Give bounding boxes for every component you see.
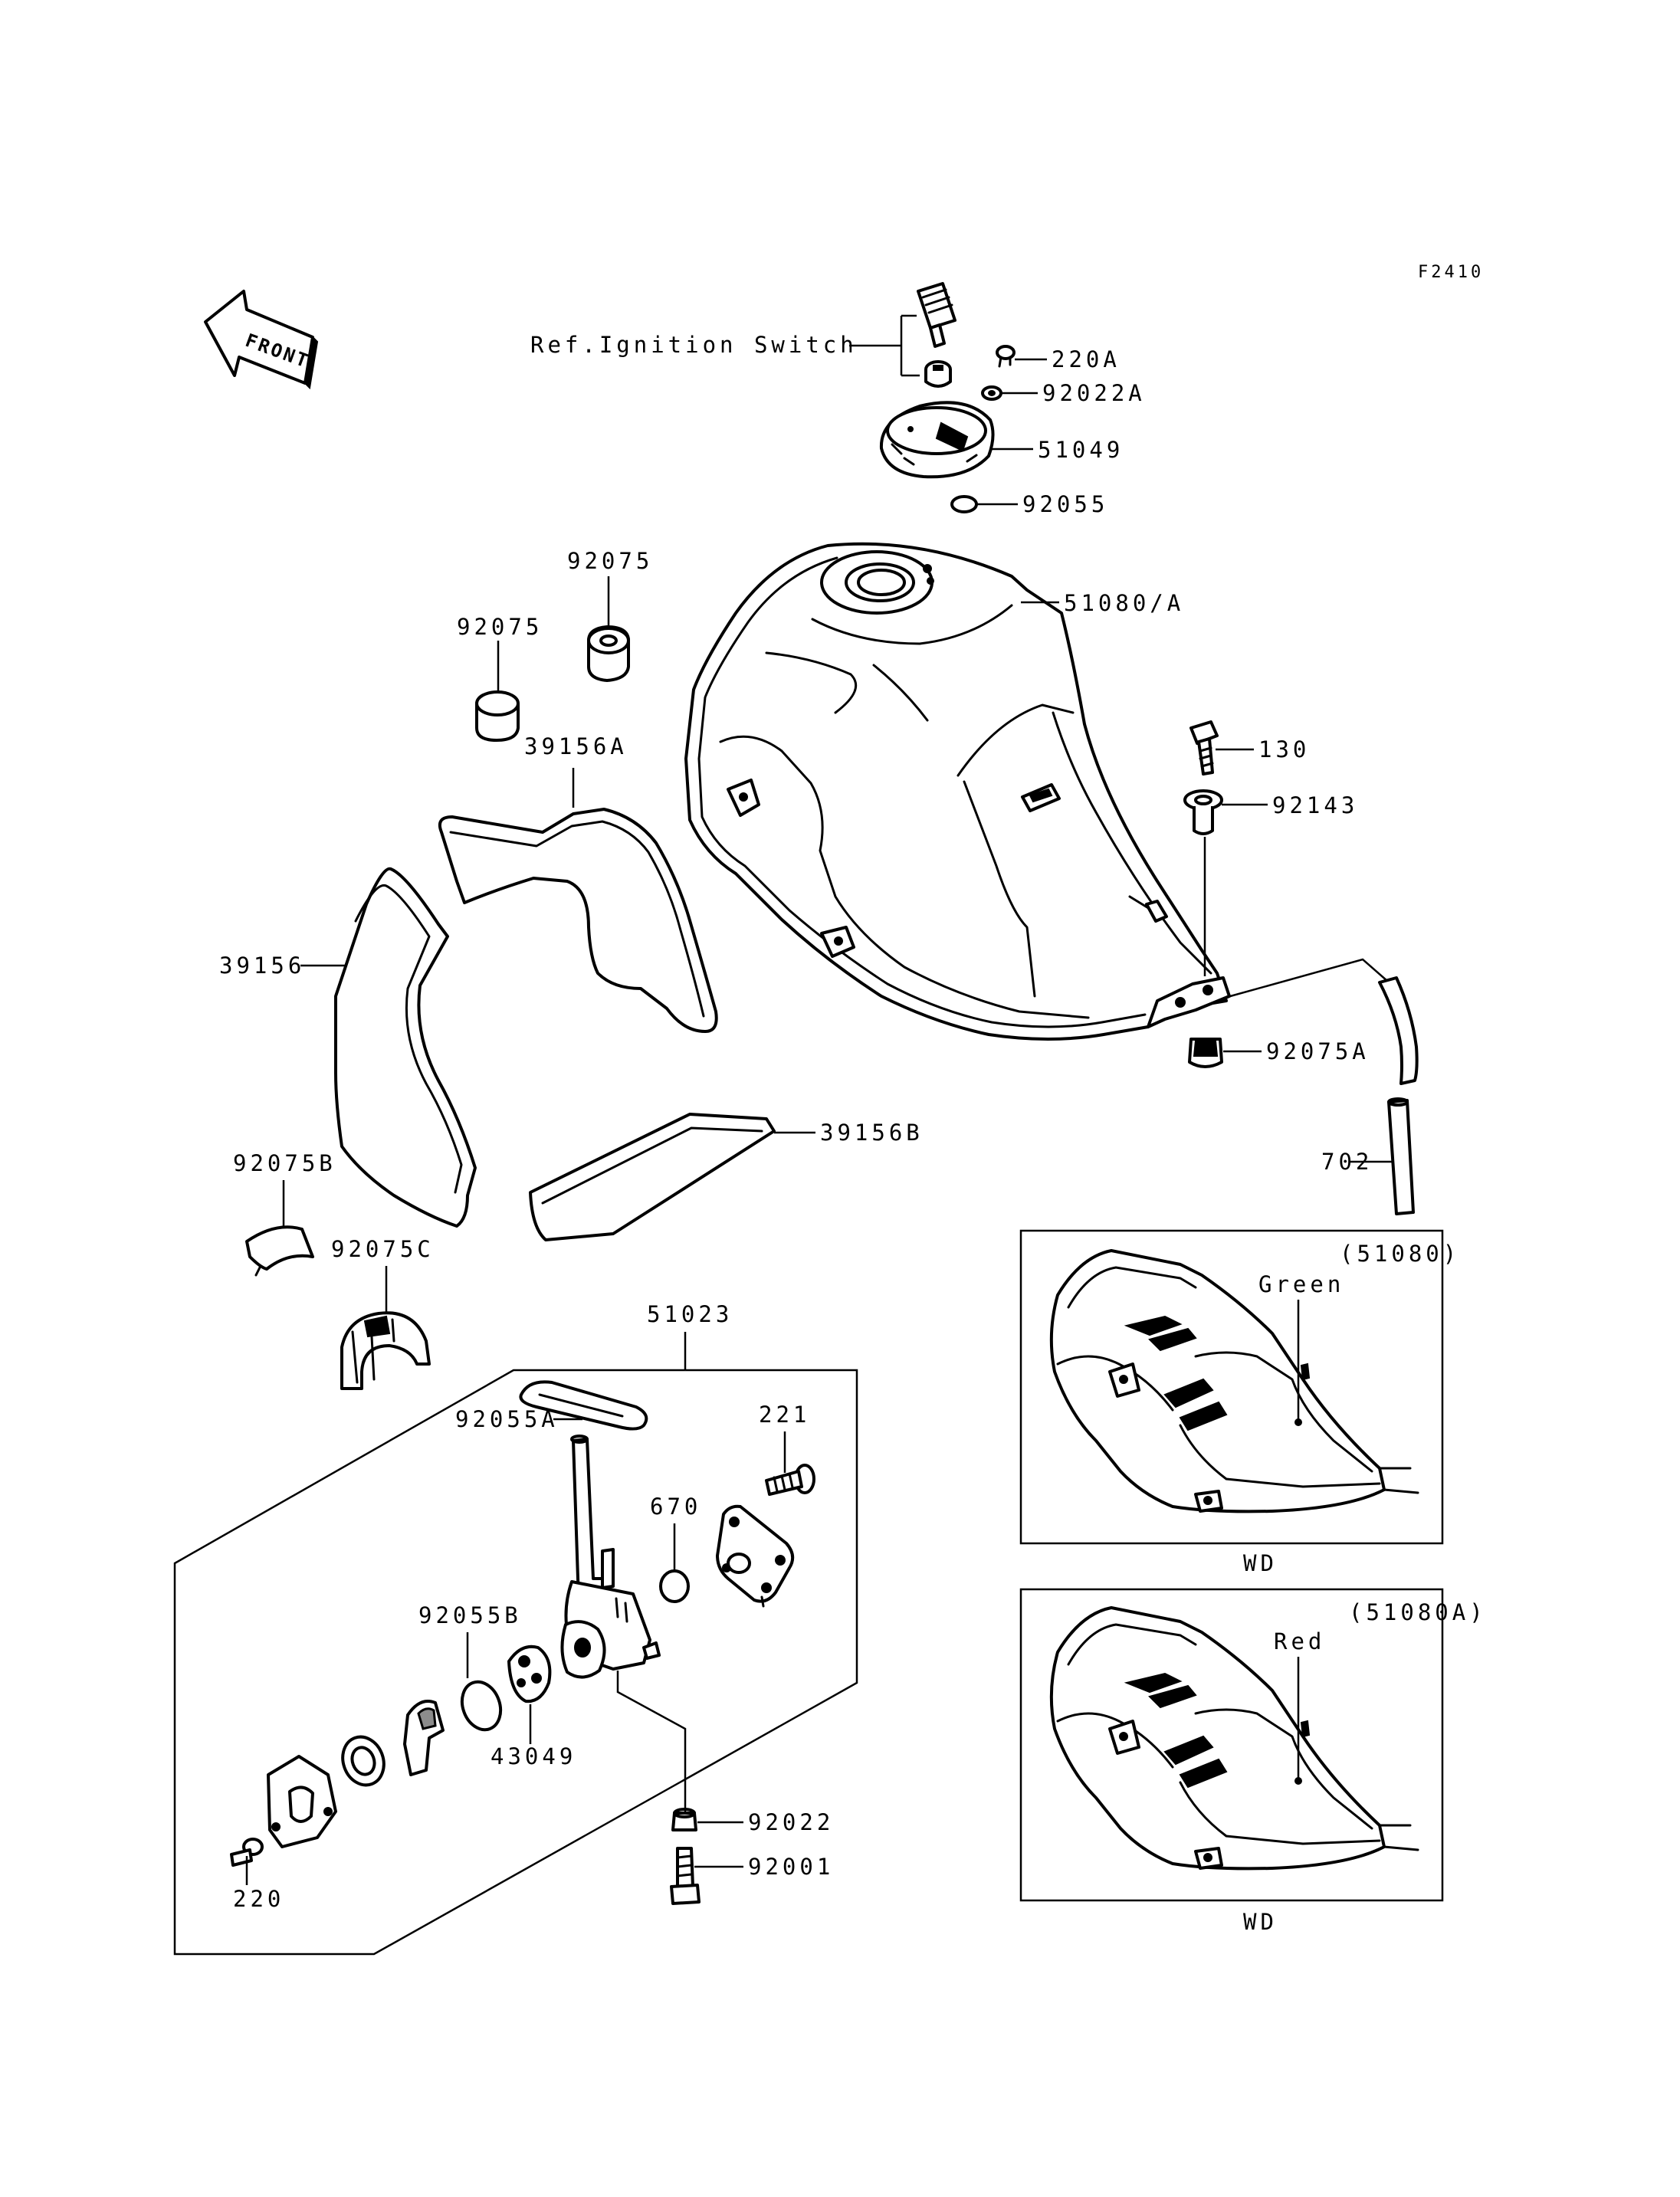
gasket-92055A [519, 1380, 648, 1431]
tank-side-view-1 [1049, 1249, 1419, 1513]
label-220: 220 [233, 1886, 284, 1912]
label-92055A: 92055A [455, 1406, 559, 1432]
label-92075-lower: 92075 [457, 614, 543, 640]
bolt-92001 [670, 1847, 701, 1905]
label-92055: 92055 [1022, 491, 1108, 517]
front-arrow-icon: FRONT [204, 290, 319, 390]
label-130: 130 [1258, 736, 1310, 762]
label-220A: 220A [1052, 346, 1121, 372]
label-670: 670 [650, 1494, 701, 1520]
tap-cover-plate [716, 1504, 795, 1608]
label-51080A: 51080/A [1064, 590, 1184, 616]
diaphragm-43049 [507, 1644, 552, 1703]
retaining-plate [267, 1755, 337, 1848]
variant-panel-51080: (51080) Green WD [1019, 1229, 1460, 1576]
label-92075A: 92075A [1266, 1038, 1370, 1064]
hose-702 [1224, 958, 1419, 1215]
pad-39156A [438, 808, 718, 1033]
variant-footer-1: WD [1243, 1550, 1278, 1576]
label-221: 221 [759, 1402, 810, 1428]
tank-side-view-2 [1049, 1606, 1419, 1871]
fuel-tap-body [560, 1435, 661, 1679]
kit-outline-51023 [173, 1369, 858, 1956]
lock-cylinder [924, 360, 952, 388]
collar-92143 [1183, 789, 1223, 835]
label-39156A: 39156A [524, 733, 628, 759]
variant-code-2: (51080A) [1349, 1599, 1487, 1625]
ref-ignition-switch-label: Ref.Ignition Switch [530, 332, 858, 358]
label-39156B: 39156B [820, 1120, 924, 1146]
grommet-92075A [1188, 1038, 1223, 1068]
rubber-92075-upper [587, 625, 630, 682]
pad-39156 [334, 867, 477, 1228]
label-92143: 92143 [1272, 792, 1358, 818]
label-92075-upper: 92075 [567, 548, 653, 574]
pad-39156B [529, 1113, 776, 1241]
tap-lever [403, 1700, 445, 1776]
label-92022: 92022 [748, 1809, 834, 1835]
rubber-92075B [245, 1225, 314, 1277]
ignition-key [917, 282, 956, 348]
label-92055B: 92055B [418, 1602, 522, 1628]
label-92075C: 92075C [331, 1236, 435, 1262]
label-39156: 39156 [219, 953, 305, 979]
fuel-cap-51049 [879, 401, 995, 479]
label-51023: 51023 [647, 1301, 733, 1327]
screw-220A [996, 345, 1016, 368]
rubber-92075-lower [475, 690, 520, 742]
variant-footer-2: WD [1243, 1909, 1278, 1935]
variant-panel-51080A: (51080A) Red WD [1019, 1588, 1487, 1935]
tap-washer [341, 1735, 386, 1787]
figure-code: F2410 [1418, 263, 1484, 282]
clip-92075C [340, 1311, 431, 1390]
variant-code-1: (51080) [1340, 1241, 1460, 1267]
variant-color-1: Green [1258, 1271, 1344, 1297]
ref-ignition-bracket [849, 314, 920, 377]
washer-92022 [671, 1808, 697, 1831]
screw-221 [765, 1464, 815, 1496]
oring-92055B [460, 1680, 503, 1732]
label-92001: 92001 [748, 1854, 834, 1880]
label-92022A: 92022A [1042, 380, 1146, 406]
label-702: 702 [1321, 1149, 1373, 1175]
fuel-tank-51080 [684, 542, 1231, 1041]
oring-92055 [950, 495, 978, 513]
bolt-130 [1189, 720, 1219, 776]
screw-220 [230, 1838, 264, 1867]
label-92075B: 92075B [233, 1150, 336, 1176]
variant-color-2: Red [1274, 1628, 1325, 1654]
label-43049: 43049 [491, 1743, 576, 1769]
oring-670 [659, 1569, 690, 1603]
label-51049: 51049 [1038, 437, 1124, 463]
